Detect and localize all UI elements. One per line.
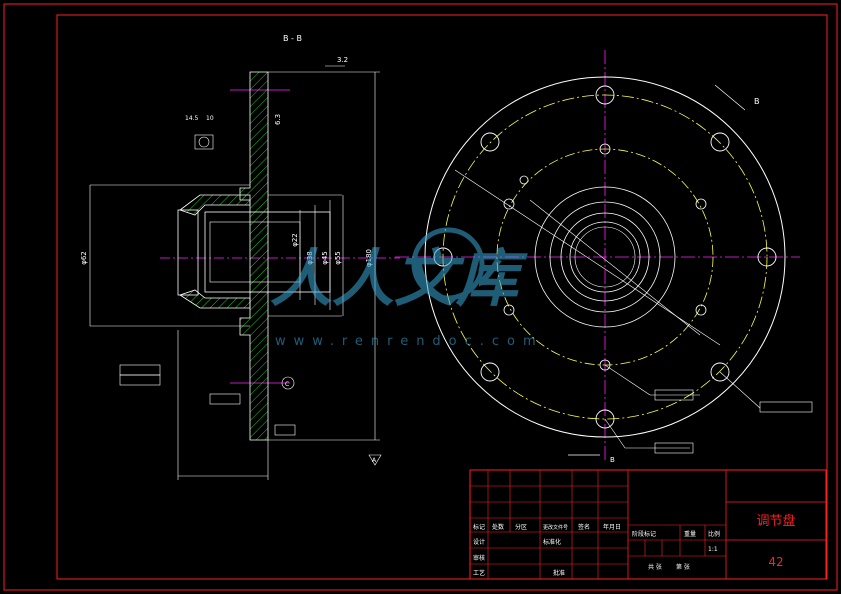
hub-circle-1	[534, 186, 676, 328]
bore-circle	[569, 221, 641, 293]
tb-weight: 重量	[684, 530, 696, 538]
tb-mark: 标记	[473, 523, 485, 531]
outer-border	[3, 3, 838, 591]
leader-line	[529, 199, 701, 336]
datum-triangle	[368, 454, 382, 466]
datum-a-label: A	[372, 457, 377, 464]
annotation-box	[654, 389, 694, 401]
tb-design: 设计	[473, 538, 485, 546]
tb-doc: 更改文件号	[543, 524, 568, 531]
watermark-url: www.renrendoc.com	[275, 334, 544, 349]
tb-scale: 比例	[708, 530, 720, 538]
bolt-hole	[595, 409, 615, 429]
bolt-circle-outer	[442, 94, 768, 420]
tb-sign: 签名	[578, 523, 590, 531]
bore-inner-circle	[574, 226, 636, 288]
tolerance-frame	[209, 393, 241, 405]
title-grid	[470, 470, 726, 579]
datum-c-label: C	[285, 381, 289, 388]
datum-circle-c	[281, 376, 295, 390]
title-block-frame	[469, 469, 827, 580]
leader-line	[604, 364, 651, 396]
outer-rim	[424, 76, 786, 438]
tb-stage: 阶段标记	[632, 530, 656, 538]
tb-sheet-no: 第 张	[676, 563, 690, 571]
tb-standard: 标准化	[543, 538, 561, 546]
view-arrow	[714, 84, 746, 111]
leader-line	[604, 418, 626, 449]
section-arrow-label: B	[610, 456, 615, 464]
section-label: B - B	[283, 34, 302, 43]
bolt-hole	[757, 247, 777, 267]
dim-label-0: φ62	[80, 251, 88, 265]
watermark-text: 人人文库	[270, 242, 528, 315]
dim-a-label: 14.5	[185, 115, 199, 122]
view-label: B	[754, 97, 760, 106]
bolt-hole	[433, 247, 453, 267]
tb-count: 处数	[492, 523, 504, 531]
watermark-ring	[411, 227, 485, 301]
leader-line	[719, 371, 761, 409]
hub-circle-3	[560, 212, 650, 302]
dim-label-4: φ55	[334, 251, 342, 265]
tb-review: 审核	[473, 554, 485, 562]
tb-approve: 批准	[553, 569, 565, 577]
dim-label-2: φ38	[306, 251, 314, 265]
small-hole	[503, 198, 515, 210]
small-hole	[503, 304, 515, 316]
dim-label-1: φ22	[291, 233, 299, 247]
bolt-hole	[595, 85, 615, 105]
tb-date: 年月日	[603, 523, 621, 531]
bolt-hole	[480, 132, 500, 152]
front-view: B B	[395, 50, 813, 464]
tb-sheets-total: 共 张	[648, 563, 662, 571]
small-hole	[599, 143, 611, 155]
datum-circle-a	[198, 136, 210, 148]
bolt-hole	[480, 362, 500, 382]
dim-label-6: φ180	[365, 249, 373, 267]
part-number: 42	[768, 555, 783, 569]
part-name: 调节盘	[756, 513, 795, 529]
tb-process: 工艺	[473, 569, 485, 577]
tb-scale-value: 1:1	[708, 546, 718, 553]
watermark: 人人文库 www.renrendoc.com	[270, 227, 544, 349]
small-hole	[695, 198, 707, 210]
inner-holes	[503, 143, 707, 371]
tolerance-frame	[119, 374, 161, 386]
dim-b-label: 10	[206, 115, 214, 122]
tolerance-frame	[274, 424, 296, 436]
roughness-label-side: 6.3	[274, 114, 282, 125]
bolt-hole	[710, 362, 730, 382]
small-hole	[519, 175, 529, 185]
bolt-hole	[710, 132, 730, 152]
annotation-box	[759, 401, 813, 413]
section-view: B - B φ62	[80, 34, 400, 480]
tolerance-frame	[119, 364, 161, 376]
hub-body	[177, 209, 199, 296]
small-hole	[695, 304, 707, 316]
title-block: 标记 处数 分区 更改文件号 签名 年月日 设计 标准化 阶段标记 重量 比例 …	[469, 469, 827, 580]
hub-section-bottom	[179, 289, 251, 309]
dim-label-3: φ45	[321, 251, 329, 265]
small-hole	[599, 359, 611, 371]
hub-circle-2	[549, 201, 661, 313]
roughness-label: 3.2	[337, 56, 348, 64]
annotation-box	[654, 442, 694, 454]
tolerance-frame	[194, 134, 214, 150]
tb-zone: 分区	[515, 523, 527, 531]
inner-border	[56, 14, 828, 580]
outer-bolt-holes	[433, 85, 777, 429]
flange-section	[239, 71, 269, 441]
